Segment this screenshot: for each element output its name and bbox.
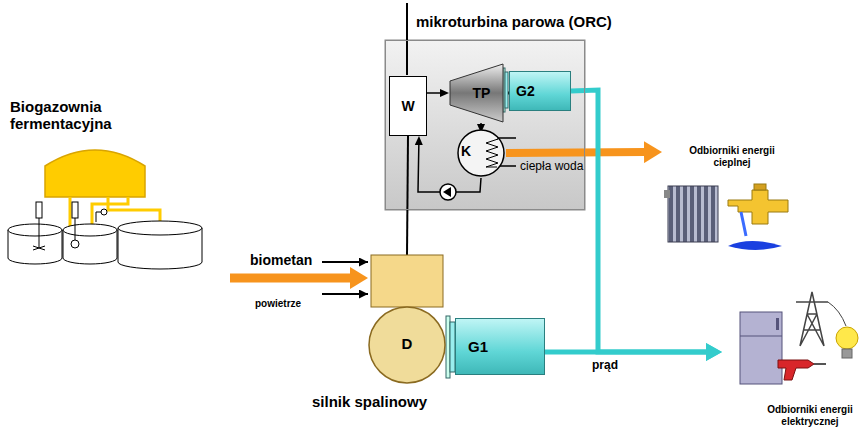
node-label: W [401, 98, 414, 114]
node-label: K [461, 143, 471, 159]
heat-consumers: Odbiorniki energii cieplnej [662, 137, 792, 257]
figure-part [96, 212, 101, 213]
figure-part [63, 224, 117, 236]
figure-part [385, 40, 585, 210]
figure-part [446, 316, 450, 378]
node-label: mikroturbina parowa (ORC) [416, 13, 612, 30]
intake-box [371, 255, 443, 307]
process-line [480, 123, 482, 124]
generator-box: G2 [509, 71, 571, 111]
node-label: G2 [516, 83, 535, 99]
figure-part [322, 293, 368, 295]
figure-part [814, 363, 826, 365]
node-heading: silnik spalinowy [312, 393, 427, 410]
engine-shape: Dsilnik spalinowy [368, 255, 446, 385]
node-label: TP [473, 85, 491, 101]
exhaust-stack [407, 3, 408, 75]
figure-part [96, 212, 97, 222]
engine-shape [368, 255, 446, 385]
figure-part [440, 184, 456, 200]
figure-part [741, 212, 746, 236]
figure-part [754, 184, 766, 190]
node-label: Odbiorniki energii elektrycznej [762, 404, 858, 428]
heat-consumer-figure [664, 184, 788, 250]
orc-housing-ground [385, 40, 585, 210]
turbine-shape: TP [449, 63, 504, 123]
figure-part [836, 327, 858, 349]
figure-part [33, 246, 45, 250]
figure-part [39, 218, 40, 248]
condenser-circle: K [456, 128, 506, 178]
figure-part [728, 241, 782, 250]
edge-label: biometan [250, 252, 312, 268]
figure-part [668, 186, 718, 242]
figure-part [728, 190, 788, 224]
orc-housing: mikroturbina parowa (ORC)WTPG2K [385, 40, 585, 210]
process-line [427, 92, 440, 94]
node-label: Odbiorniki energii cieplnej [682, 145, 782, 169]
inlet-label: powietrze [255, 298, 301, 309]
biogas-plant: Biogazownia fermentacyjna [5, 150, 230, 285]
figure-part [778, 360, 814, 380]
figure-part [796, 292, 828, 346]
figure-part [101, 209, 107, 215]
process-line [407, 136, 408, 255]
figure-part [505, 72, 508, 108]
figure-part [36, 202, 42, 218]
generator-box: G1 [455, 318, 545, 375]
biogas-plant-figure [8, 150, 202, 269]
power-line [545, 350, 706, 355]
node-label: Biogazownia fermentacyjna [10, 98, 150, 132]
figure-part [740, 312, 782, 384]
condenser-outline [458, 130, 504, 176]
node-label: G1 [468, 338, 488, 355]
heat-flow-arrow [230, 274, 350, 283]
evaporator-box: W [389, 76, 427, 136]
coil-symbol [486, 139, 498, 167]
power-line [571, 90, 706, 352]
figure-part [740, 336, 782, 337]
heat-flow-arrow [506, 148, 644, 157]
figure-part [828, 302, 846, 326]
figure-part [776, 318, 779, 330]
node-label: D [368, 335, 446, 352]
generator-symbols [520, 80, 562, 358]
figure-part [75, 218, 76, 240]
figure-part [72, 202, 78, 218]
figure-part [8, 224, 62, 236]
figure-part [71, 240, 79, 248]
turbine-outline [450, 64, 503, 122]
electric-consumer-figure [740, 292, 858, 384]
figure-part [443, 187, 451, 197]
figure-part [322, 261, 368, 263]
figure-part [842, 349, 852, 358]
edge-label: ciepła woda [520, 159, 583, 173]
engine-body [369, 307, 445, 383]
figure-part [406, 3, 408, 75]
figure-part [664, 190, 670, 198]
electric-consumers: Odbiorniki energii elektrycznej [722, 288, 860, 430]
edge-label: prąd [592, 358, 618, 372]
figure-part [45, 150, 145, 197]
figure-part [118, 221, 202, 235]
pump-symbol [440, 184, 456, 200]
